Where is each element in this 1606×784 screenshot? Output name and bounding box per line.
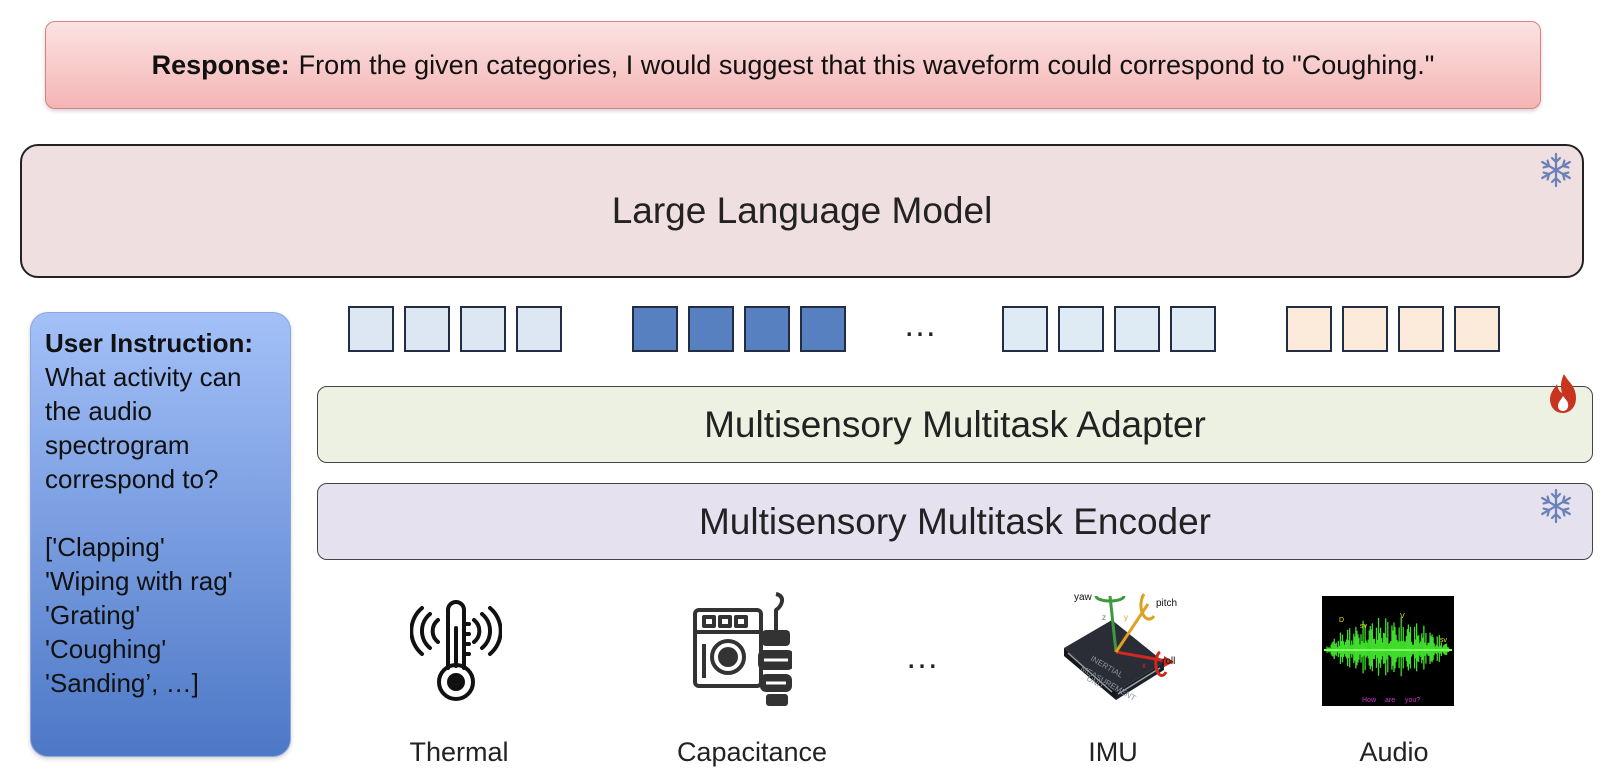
audio-marker: D (1339, 617, 1344, 624)
token-light (460, 306, 506, 352)
audio-caption-word: you? (1405, 697, 1420, 704)
instruction-question: What activity can the audio spectrogram … (45, 362, 242, 494)
modality-label-imu: IMU (1088, 737, 1138, 767)
imu-axis-label: yaw (1074, 592, 1093, 603)
imu-axis-label: z (1102, 613, 1106, 622)
token-ellipsis: … (903, 306, 939, 344)
adapter-label: Multisensory Multitask Adapter (704, 403, 1206, 445)
modality-label-audio: Audio (1359, 737, 1429, 767)
encoder-label: Multisensory Multitask Encoder (698, 500, 1212, 542)
audio-caption-word: are (1385, 697, 1395, 704)
token-light (348, 306, 394, 352)
instruction-option: 'Grating' (45, 600, 141, 630)
audio-waveform-icon: D sv V sv How are you? (1322, 596, 1454, 706)
token-light (516, 306, 562, 352)
instruction-option: 'Sanding’, …] (45, 668, 199, 698)
imu-axis-label: y (1124, 613, 1128, 622)
modality-label-capacitance: Capacitance (676, 737, 828, 767)
audio-marker: sv (1440, 637, 1448, 644)
modality-ellipsis: … (905, 638, 941, 676)
audio-caption-word: How (1362, 697, 1377, 704)
instruction-title: User Instruction: (45, 328, 254, 358)
token-light (404, 306, 450, 352)
snowflake-icon (1538, 488, 1574, 524)
large-language-model-block: Large Language Model (20, 144, 1584, 278)
audio-marker: sv (1360, 623, 1368, 630)
token-dark (632, 306, 678, 352)
token-peach (1398, 306, 1444, 352)
response-label: Response: (151, 49, 290, 80)
token-pale (1114, 306, 1160, 352)
imu-axis-label: pitch (1156, 598, 1177, 609)
user-instruction-box: User Instruction: What activity can the … (30, 312, 291, 757)
token-dark (744, 306, 790, 352)
multisensory-encoder-block: Multisensory Multitask Encoder (317, 483, 1593, 560)
capacitance-sensor-icon (692, 592, 792, 708)
token-pale (1058, 306, 1104, 352)
token-dark (800, 306, 846, 352)
token-dark (688, 306, 734, 352)
token-pale (1002, 306, 1048, 352)
instruction-option: 'Wiping with rag' (45, 566, 233, 596)
snowflake-icon (1538, 152, 1574, 188)
response-box: Response: From the given categories, I w… (45, 21, 1541, 109)
modality-label-thermal: Thermal (409, 737, 509, 767)
token-peach (1454, 306, 1500, 352)
multisensory-adapter-block: Multisensory Multitask Adapter (317, 386, 1593, 463)
fire-icon (1548, 372, 1578, 414)
imu-axis-label: roll (1162, 656, 1175, 667)
token-peach (1342, 306, 1388, 352)
imu-chip-icon: INERTIAL MEASUREMENT UNIT yaw pitch roll… (1060, 590, 1182, 706)
instruction-option: 'Coughing' (45, 634, 167, 664)
instruction-option: ['Clapping' (45, 532, 165, 562)
imu-axis-label: x (1142, 661, 1146, 670)
response-text: From the given categories, I would sugge… (298, 49, 1435, 80)
thermometer-icon (410, 598, 502, 706)
token-pale (1170, 306, 1216, 352)
llm-label: Large Language Model (611, 190, 993, 231)
token-peach (1286, 306, 1332, 352)
audio-marker: V (1400, 613, 1405, 620)
